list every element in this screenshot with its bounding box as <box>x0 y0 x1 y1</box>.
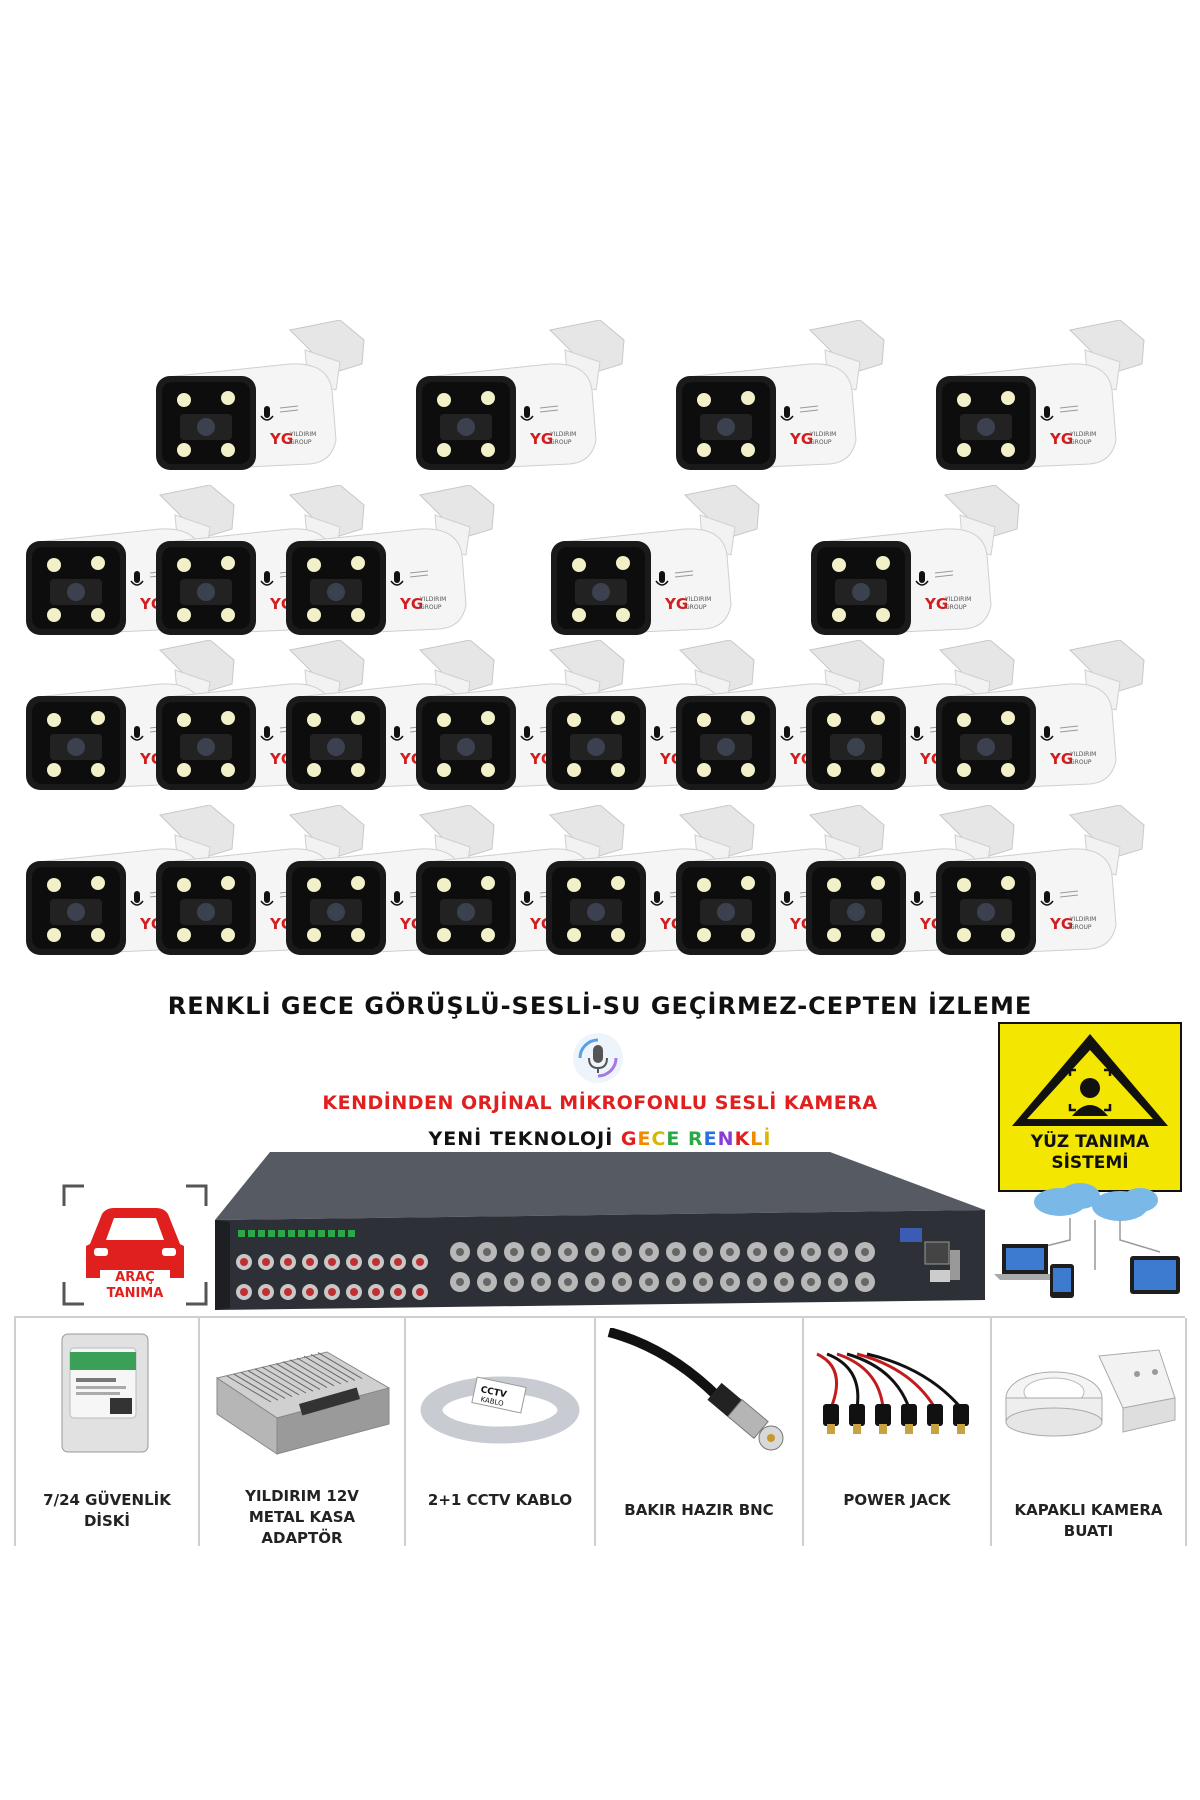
power-icon <box>804 1348 990 1442</box>
face-recognition-line1: YÜZ TANIMA <box>1030 1132 1150 1152</box>
face-recognition-line2: SİSTEMİ <box>1051 1153 1129 1173</box>
svg-text:YILDIRIM: YILDIRIM <box>944 596 971 603</box>
bullet-camera: YG YILDIRIM GROUP <box>270 484 500 636</box>
svg-text:YILDIRIM: YILDIRIM <box>1069 916 1096 923</box>
microphone-line: KENDİNDEN ORJİNAL MİKROFONLU SESLİ KAMER… <box>322 1092 878 1114</box>
svg-text:GROUP: GROUP <box>550 439 572 446</box>
svg-text:GROUP: GROUP <box>685 604 707 611</box>
warning-face-icon <box>1012 1034 1168 1126</box>
svg-text:GROUP: GROUP <box>1070 924 1092 931</box>
accessory-label: BAKIR HAZIR BNC <box>624 1501 774 1519</box>
svg-text:YILDIRIM: YILDIRIM <box>809 431 836 438</box>
svg-text:GROUP: GROUP <box>420 604 442 611</box>
svg-text:YILDIRIM: YILDIRIM <box>1069 751 1096 758</box>
svg-text:GROUP: GROUP <box>1070 759 1092 766</box>
bullet-camera: YG YILDIRIM GROUP <box>795 484 1025 636</box>
svg-text:YG: YG <box>529 430 553 448</box>
microphone-icon <box>570 1030 626 1086</box>
hdd-icon <box>16 1328 198 1462</box>
features-headline: RENKLİ GECE GÖRÜŞLÜ-SESLİ-SU GEÇİRMEZ-CE… <box>167 992 1033 1020</box>
bullet-camera: YG YILDIRIM GROUP <box>660 319 890 471</box>
bullet-camera: YG YILDIRIM GROUP <box>535 484 765 636</box>
face-recognition-badge: YÜZ TANIMA SİSTEMİ <box>998 1022 1182 1192</box>
svg-text:YILDIRIM: YILDIRIM <box>1069 431 1096 438</box>
svg-text:YG: YG <box>1049 750 1073 768</box>
accessory-label: POWER JACK <box>843 1491 951 1509</box>
dvr-recorder <box>210 1150 990 1315</box>
vehicle-line2: TANIMA <box>106 1286 164 1301</box>
accessory-power: POWER JACK <box>802 1318 990 1546</box>
svg-text:GROUP: GROUP <box>945 604 967 611</box>
vehicle-line1: ARAÇ <box>115 1270 155 1285</box>
renkli-word: RENKLİ <box>688 1128 772 1150</box>
svg-text:YILDIRIM: YILDIRIM <box>684 596 711 603</box>
accessory-bnc: BAKIR HAZIR BNC <box>594 1318 802 1546</box>
bullet-camera: YG YILDIRIM GROUP <box>920 639 1150 791</box>
bullet-camera: YG YILDIRIM GROUP <box>270 639 500 791</box>
technology-line: YENİ TEKNOLOJİ GECE RENKLİ <box>0 1128 1200 1150</box>
svg-text:YG: YG <box>789 430 813 448</box>
box-icon <box>992 1338 1185 1462</box>
svg-text:YILDIRIM: YILDIRIM <box>549 431 576 438</box>
technology-prefix: YENİ TEKNOLOJİ <box>428 1128 621 1150</box>
svg-text:YILDIRIM: YILDIRIM <box>289 431 316 438</box>
svg-text:GROUP: GROUP <box>1070 439 1092 446</box>
svg-text:GROUP: GROUP <box>810 439 832 446</box>
bnc-icon <box>596 1327 802 1462</box>
svg-text:YG: YG <box>924 595 948 613</box>
svg-text:YG: YG <box>664 595 688 613</box>
svg-text:YG: YG <box>1049 915 1073 933</box>
svg-text:YG: YG <box>269 430 293 448</box>
gece-word: GECE <box>620 1128 681 1150</box>
svg-text:YG: YG <box>399 595 423 613</box>
bullet-camera: YG YILDIRIM GROUP <box>140 319 370 471</box>
svg-text:YG: YG <box>1049 430 1073 448</box>
adapter-icon <box>200 1348 404 1462</box>
bullet-camera: YG YILDIRIM GROUP <box>920 319 1150 471</box>
accessory-label: 2+1 CCTV KABLO <box>427 1491 573 1509</box>
svg-text:GROUP: GROUP <box>290 439 312 446</box>
camera-grid: YG YILDIRIM GROUP YG YILDIRIM GROUP YG Y <box>0 319 1200 980</box>
vehicle-recognition-badge: ARAÇ TANIMA <box>60 1182 210 1308</box>
bullet-camera: YG YILDIRIM GROUP <box>400 319 630 471</box>
svg-text:YILDIRIM: YILDIRIM <box>419 596 446 603</box>
bullet-camera: YG YILDIRIM GROUP <box>920 804 1150 956</box>
cloud-monitoring-icon <box>990 1180 1190 1310</box>
car-icon <box>62 1184 208 1306</box>
